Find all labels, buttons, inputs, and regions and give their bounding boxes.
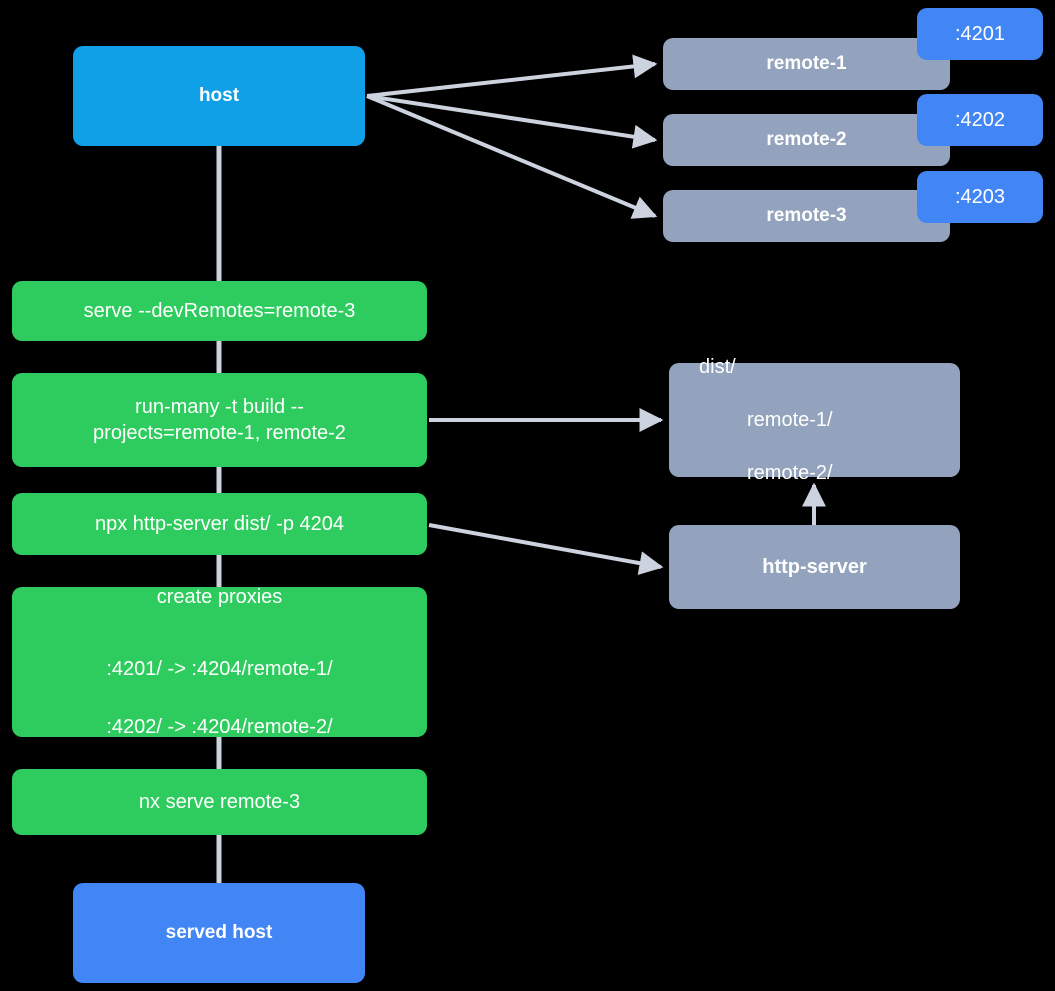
node-remote-1-label: remote-1 bbox=[766, 53, 847, 75]
port-badge-remote-2: :4202 bbox=[917, 94, 1043, 146]
spacer bbox=[12, 612, 427, 626]
command-npx-http-server[interactable]: npx http-server dist/ -p 4204 bbox=[12, 493, 427, 555]
command-serve-devremotes-label: serve --devRemotes=remote-3 bbox=[83, 299, 356, 322]
command-run-many-build-label: run-many -t build -- projects=remote-1, … bbox=[93, 395, 346, 444]
command-create-proxies[interactable]: create proxies :4201/ -> :4204/remote-1/… bbox=[12, 586, 427, 738]
command-run-many-build[interactable]: run-many -t build -- projects=remote-1, … bbox=[12, 373, 427, 467]
proxy-rule-4202: :4202/ -> :4204/remote-2/ bbox=[106, 715, 333, 738]
node-http-server-label: http-server bbox=[762, 555, 867, 578]
port-badge-remote-3: :4203 bbox=[917, 171, 1043, 223]
dist-child-remote-1: remote-1/ bbox=[747, 408, 833, 431]
node-remote-2-label: remote-2 bbox=[766, 129, 847, 151]
edge-host-to-remote-1 bbox=[366, 54, 658, 98]
command-serve-devremotes[interactable]: serve --devRemotes=remote-3 bbox=[12, 281, 427, 341]
port-badge-remote-1: :4201 bbox=[917, 8, 1043, 60]
node-remote-3-label: remote-3 bbox=[766, 205, 847, 227]
command-nx-serve-remote-3[interactable]: nx serve remote-3 bbox=[12, 769, 427, 835]
dist-root-label: dist/ bbox=[699, 356, 736, 379]
edge-npx-to-http-server bbox=[428, 523, 664, 575]
port-badge-remote-2-label: :4202 bbox=[954, 108, 1006, 131]
node-served-host-label: served host bbox=[165, 922, 273, 944]
command-npx-http-server-label: npx http-server dist/ -p 4204 bbox=[94, 512, 344, 535]
edge-host-to-remote-3 bbox=[366, 94, 658, 219]
port-badge-remote-3-label: :4203 bbox=[954, 185, 1006, 208]
port-badge-remote-1-label: :4201 bbox=[954, 22, 1006, 45]
node-remote-2[interactable]: remote-2 bbox=[663, 114, 950, 166]
node-host[interactable]: host bbox=[73, 46, 365, 146]
node-host-label: host bbox=[198, 85, 240, 107]
node-remote-3[interactable]: remote-3 bbox=[663, 190, 950, 242]
dist-child-remote-2: remote-2/ bbox=[747, 461, 833, 484]
node-dist-folder[interactable]: dist/ remote-1/ remote-2/ bbox=[669, 356, 960, 484]
edge-host-to-remote-2 bbox=[366, 94, 658, 149]
proxy-rule-4201: :4201/ -> :4204/remote-1/ bbox=[106, 657, 333, 680]
command-create-proxies-title: create proxies bbox=[156, 585, 283, 608]
node-served-host[interactable]: served host bbox=[73, 883, 365, 983]
command-nx-serve-remote-3-label: nx serve remote-3 bbox=[138, 790, 301, 813]
node-dist-folder-body: dist/ remote-1/ remote-2/ bbox=[699, 328, 833, 513]
node-remote-1[interactable]: remote-1 bbox=[663, 38, 950, 90]
node-http-server[interactable]: http-server bbox=[669, 525, 960, 609]
command-create-proxies-body: create proxies :4201/ -> :4204/remote-1/… bbox=[12, 554, 427, 771]
